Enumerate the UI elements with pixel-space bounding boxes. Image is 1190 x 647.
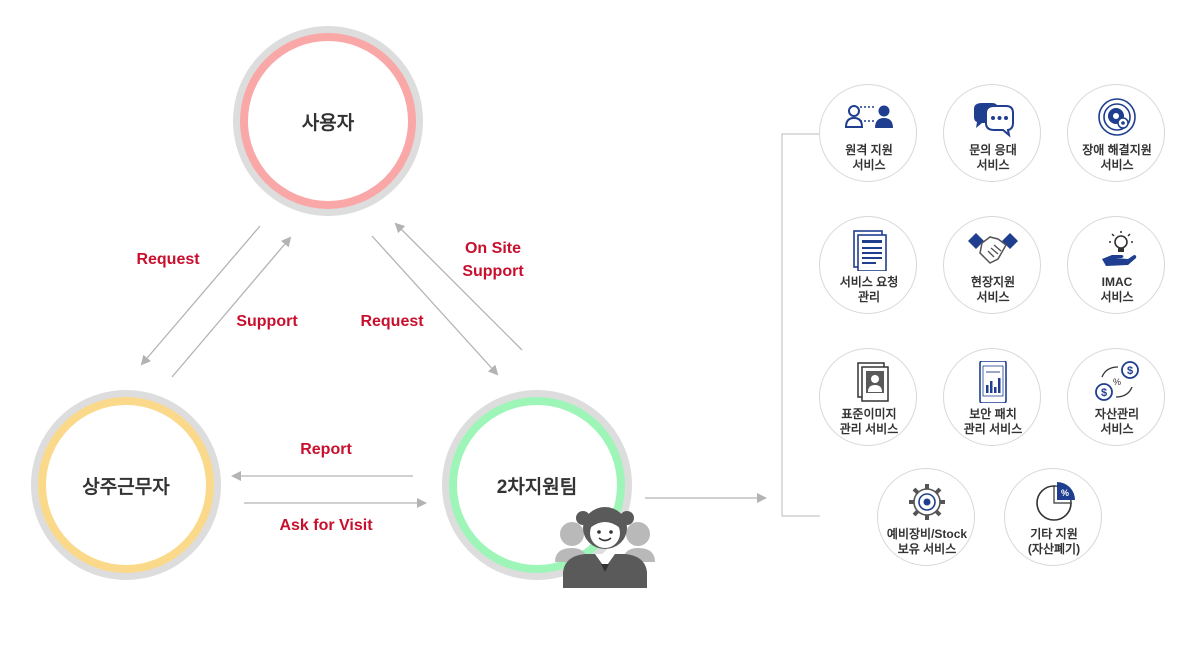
tablet-chart-icon <box>979 361 1007 403</box>
service-label: 자산관리 서비스 <box>1094 407 1140 436</box>
service-standard-image: 표준이미지 관리 서비스 <box>819 348 917 446</box>
onsite-node: 상주근무자 <box>31 390 221 580</box>
service-label: 현장지원 서비스 <box>970 275 1016 304</box>
service-request-mgmt: 서비스 요청 관리 <box>819 216 917 314</box>
svg-text:%: % <box>1061 488 1069 498</box>
service-spare-stock: 예비장비/Stock 보유 서비스 <box>877 468 975 566</box>
gear-icon <box>909 484 945 520</box>
remote-users-icon <box>844 105 893 128</box>
service-imac: IMAC 서비스 <box>1067 216 1165 314</box>
service-label: 서비스 요청 관리 <box>839 275 899 304</box>
arrow-user-to-onsite <box>140 225 261 366</box>
service-label: 장애 해결지원 서비스 <box>1082 143 1152 172</box>
service-label: 기타 지원 (자산폐기) <box>1027 527 1081 556</box>
arrow-user-to-team <box>371 235 499 376</box>
lightbulb-hand-icon <box>1102 231 1137 266</box>
arrow-team-to-user <box>394 222 523 351</box>
service-asset-mgmt: $ $ % 자산관리 서비스 <box>1067 348 1165 446</box>
service-remote-support: 원격 지원 서비스 <box>819 84 917 182</box>
service-label: 문의 응대 서비스 <box>969 143 1017 172</box>
service-onsite: 현장지원 서비스 <box>943 216 1041 314</box>
service-other: % 기타 지원 (자산폐기) <box>1004 468 1102 566</box>
onsite-node-label: 상주근무자 <box>82 476 170 498</box>
team-people-icon <box>555 507 655 588</box>
user-node: 사용자 <box>233 26 423 216</box>
service-label: 표준이미지 관리 서비스 <box>839 407 899 436</box>
service-label: 원격 지원 서비스 <box>845 143 893 172</box>
label-support-left: Support <box>236 313 298 330</box>
chat-bubbles-icon <box>974 103 1014 138</box>
handshake-icon <box>968 233 1018 264</box>
service-security-patch: 보안 패치 관리 서비스 <box>943 348 1041 446</box>
svg-text:$: $ <box>1101 387 1107 399</box>
profile-image-icon <box>857 362 889 402</box>
label-request-left: Request <box>136 251 200 268</box>
team-node-label: 2차지원팀 <box>496 476 578 498</box>
label-report: Report <box>300 441 352 458</box>
currency-exchange-icon: $ $ % <box>1095 361 1139 401</box>
svg-text:$: $ <box>1127 365 1133 377</box>
label-request-right: Request <box>360 313 424 330</box>
label-onsite-support: On Site Support <box>462 240 524 280</box>
service-label: 보안 패치 관리 서비스 <box>963 407 1023 436</box>
service-label: 예비장비/Stock 보유 서비스 <box>886 527 968 556</box>
gear-target-icon <box>1098 98 1136 136</box>
service-label: IMAC 서비스 <box>1100 275 1134 304</box>
user-node-label: 사용자 <box>301 112 355 134</box>
service-inquiry: 문의 응대 서비스 <box>943 84 1041 182</box>
pie-percent-icon: % <box>1036 482 1075 521</box>
document-icon <box>853 230 887 271</box>
svg-text:%: % <box>1113 377 1121 387</box>
service-incident: 장애 해결지원 서비스 <box>1067 84 1165 182</box>
label-ask-for-visit: Ask for Visit <box>279 517 373 534</box>
arrow-onsite-to-user <box>171 236 292 378</box>
services-bracket <box>781 133 820 517</box>
